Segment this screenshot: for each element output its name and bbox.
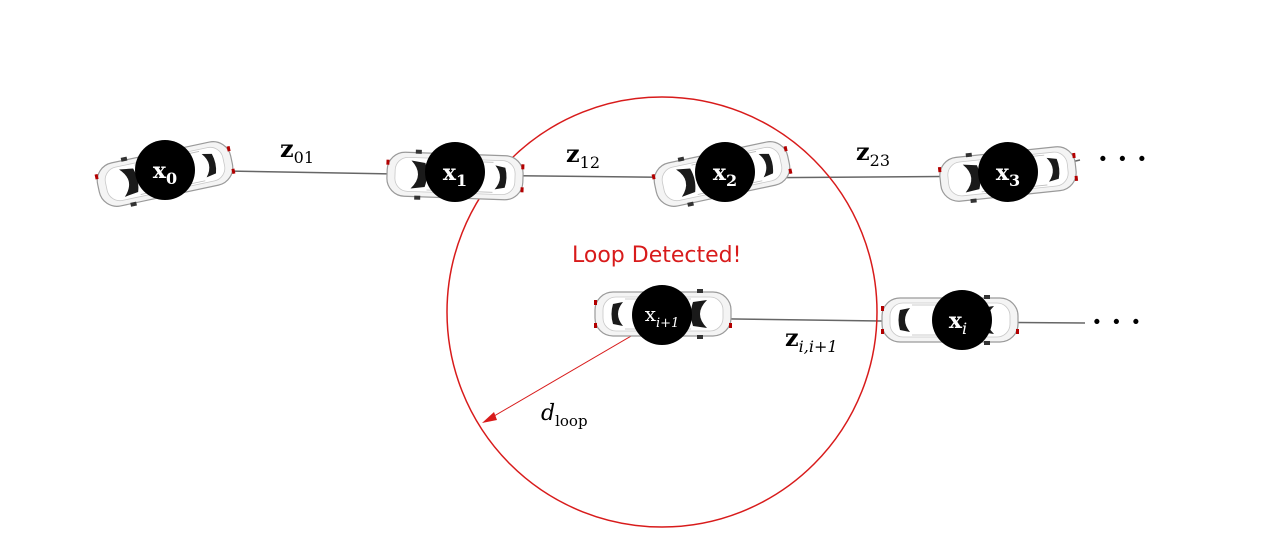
node-xi1: xi+1 <box>632 285 692 345</box>
node-x1: x1 <box>425 142 485 202</box>
loop-radius-label: dloop <box>541 401 588 430</box>
svg-text:xi+1: xi+1 <box>645 302 680 331</box>
svg-text:x1: x1 <box>443 160 467 190</box>
node-x1-symbol: x <box>443 160 457 186</box>
svg-text:x3: x3 <box>996 160 1020 190</box>
node-x0-symbol: x <box>153 158 167 184</box>
node-x2-subscript: 2 <box>726 171 737 190</box>
node-x3-subscript: 3 <box>1009 171 1020 190</box>
node-x0: x0 <box>135 140 195 200</box>
node-x0-subscript: 0 <box>166 169 177 188</box>
loop-detection-circle <box>446 96 878 528</box>
node-x2-symbol: x <box>713 160 727 186</box>
svg-text:xi: xi <box>949 308 967 338</box>
edge-label-zii1: zi,i+1 <box>785 323 838 356</box>
edge-label-z23: z23 <box>856 137 890 170</box>
svg-text:x2: x2 <box>713 160 737 190</box>
node-xi: xi <box>932 290 992 350</box>
node-xi-subscript: i <box>962 319 967 338</box>
node-xi-symbol: x <box>949 308 963 334</box>
ellipsis-top: · · · <box>1098 142 1147 175</box>
edge-label-z12: z12 <box>566 139 600 172</box>
loop-detected-label: Loop Detected! <box>572 243 741 268</box>
svg-text:x0: x0 <box>153 158 177 188</box>
node-x3: x3 <box>978 142 1038 202</box>
loop-radius-arrowhead <box>482 412 497 423</box>
node-x2: x2 <box>695 142 755 202</box>
node-xi1-subscript: i+1 <box>656 316 679 331</box>
node-x3-symbol: x <box>996 160 1010 186</box>
edge-label-z01: z01 <box>280 134 314 167</box>
ellipsis-bottom: · · · <box>1092 305 1141 338</box>
node-x1-subscript: 1 <box>456 171 467 190</box>
node-xi1-symbol: x <box>645 302 657 326</box>
